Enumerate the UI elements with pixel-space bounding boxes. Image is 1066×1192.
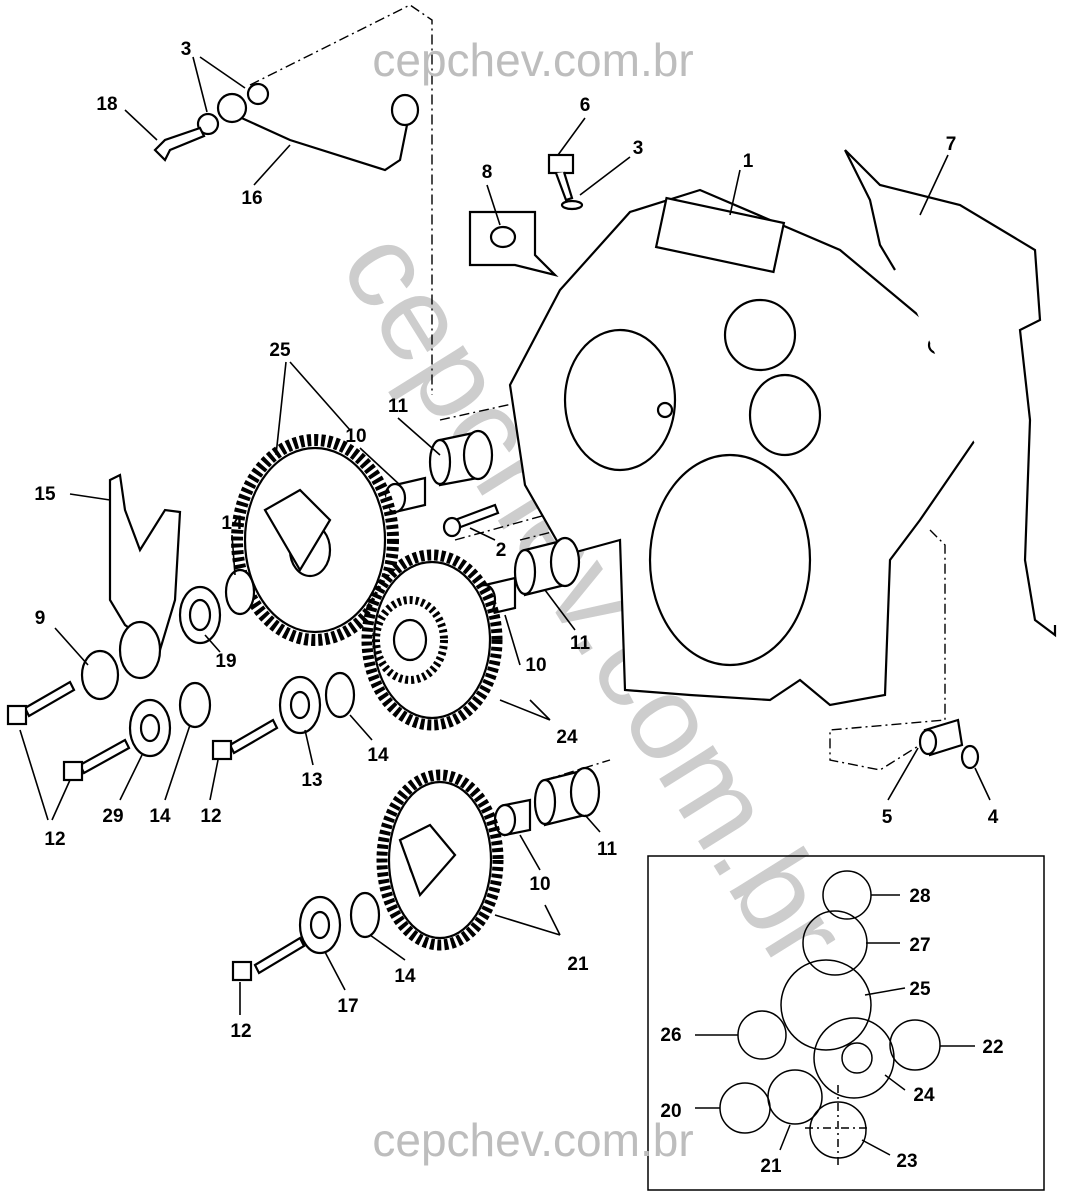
- snap-ring-9: [80, 649, 120, 701]
- callout-5: 5: [882, 807, 893, 828]
- gear-24: [361, 549, 503, 731]
- bolt-6: [547, 153, 584, 211]
- gasket-7: [844, 149, 1057, 638]
- callout-9: 9: [35, 608, 46, 629]
- callout-10c: 10: [529, 874, 550, 895]
- inset-label-21: 21: [760, 1156, 782, 1177]
- callout-3: 3: [181, 39, 192, 60]
- callout-15: 15: [34, 484, 56, 505]
- callout-14d: 14: [394, 966, 416, 987]
- callout-21: 21: [567, 954, 589, 975]
- shaft-11-lower: [533, 766, 601, 827]
- callout-10b: 10: [525, 655, 546, 676]
- gear-21: [376, 769, 504, 951]
- shaft-11-upper: [428, 429, 494, 487]
- bolt-12c: [211, 718, 279, 761]
- o-ring-4: [960, 744, 980, 770]
- bolt-12d: [231, 936, 306, 982]
- callout-14c: 14: [367, 745, 389, 766]
- callout-11: 11: [388, 396, 409, 417]
- retainer-13: [278, 675, 322, 735]
- callout-3b: 3: [633, 138, 644, 159]
- bolt-2: [442, 503, 500, 538]
- callout-25: 25: [269, 340, 291, 361]
- inset-label-27: 27: [909, 935, 930, 956]
- cover-plate-15: [108, 473, 182, 652]
- inset-label-24: 24: [913, 1085, 935, 1106]
- bolt-12a: [6, 680, 76, 726]
- timing-gear-housing-1: [508, 188, 977, 707]
- callout-17: 17: [337, 996, 358, 1017]
- thrust-washer-14d: [349, 891, 381, 939]
- retainer-29: [128, 698, 172, 758]
- inset-label-28: 28: [909, 886, 930, 907]
- callout-13: 13: [301, 770, 322, 791]
- leader-lines: [19, 56, 991, 1015]
- callout-12b: 12: [200, 806, 221, 827]
- callout-29: 29: [102, 806, 123, 827]
- callout-6: 6: [580, 95, 591, 116]
- callout-10: 10: [345, 426, 366, 447]
- callout-24: 24: [556, 727, 578, 748]
- callout-16: 16: [241, 188, 262, 209]
- callout-4: 4: [988, 807, 999, 828]
- callout-19: 19: [215, 651, 236, 672]
- shaft-11-middle: [513, 536, 581, 597]
- thrust-washer-14a: [224, 568, 256, 616]
- retainer-17: [298, 895, 342, 955]
- retainer-19: [178, 585, 222, 645]
- callout-8: 8: [482, 162, 493, 183]
- plug-5: [918, 718, 964, 757]
- bolt-12b: [62, 738, 131, 782]
- thrust-washer-14c: [324, 671, 356, 719]
- watermark-bottom: cepchev.com.br: [372, 1114, 693, 1166]
- oil-pipe-16: [153, 82, 420, 172]
- inset-label-20: 20: [660, 1101, 681, 1122]
- callout-14: 14: [221, 513, 243, 534]
- watermark-top: cepchev.com.br: [372, 34, 693, 86]
- thrust-washer-14b: [178, 681, 212, 729]
- callout-11b: 11: [570, 633, 591, 654]
- gear-train-inset: 28 27 25 26 22 24 20 21 23: [647, 855, 1045, 1191]
- inset-label-25: 25: [909, 979, 931, 1000]
- inset-label-23: 23: [896, 1151, 917, 1172]
- bushing-10-lower: [493, 798, 532, 837]
- callout-18: 18: [96, 94, 117, 115]
- phantom-line-oil-pipe: [249, 4, 433, 395]
- dowel-pin-8: [468, 210, 559, 278]
- phantom-line-plug: [829, 529, 946, 771]
- callout-11c: 11: [597, 839, 618, 860]
- phantom-line-shaft: [439, 379, 641, 781]
- callout-1: 1: [743, 151, 754, 172]
- callout-12: 12: [44, 829, 65, 850]
- callout-14b: 14: [149, 806, 171, 827]
- callout-2: 2: [496, 540, 507, 561]
- gear-25: [231, 434, 399, 646]
- callout-7: 7: [946, 134, 957, 155]
- seal-ring: [118, 620, 162, 680]
- callout-12c: 12: [230, 1021, 251, 1042]
- inset-label-22: 22: [982, 1037, 1003, 1058]
- inset-label-26: 26: [660, 1025, 681, 1046]
